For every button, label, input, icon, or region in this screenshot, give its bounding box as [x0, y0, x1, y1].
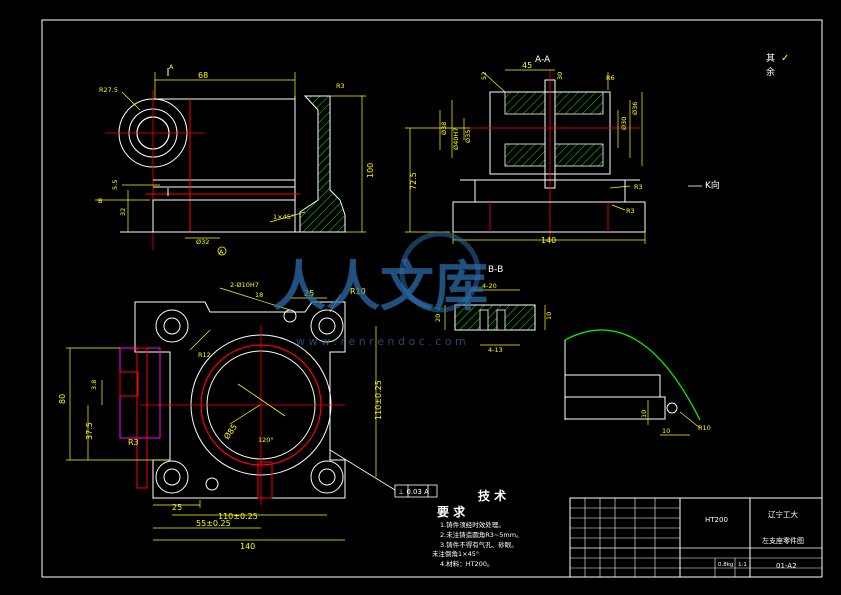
tb-number: 01-A2 [776, 562, 797, 570]
front-h1: 5.5 [111, 180, 119, 190]
front-chamfer: 1×45° [273, 213, 294, 221]
plan-h37: 37.5 [85, 422, 94, 440]
aa-d5: Ø40H7 [452, 128, 460, 150]
aa-r3a: R3 [634, 183, 643, 191]
aa-d4: Ø30 [620, 117, 628, 130]
aa-height: 72.5 [409, 172, 418, 190]
drawing-frame [41, 19, 823, 578]
plan-b110: 110±0.25 [218, 512, 258, 521]
tb-scale-label: 0.8kg [718, 562, 733, 568]
aa-top-width: 45 [522, 61, 532, 70]
surface-note-1: 其 [766, 53, 775, 64]
bb-left: 20 [434, 314, 442, 322]
aa-r1: R6 [606, 74, 615, 82]
marker-a1: A [169, 63, 174, 71]
tb-drawing-name: 左支座零件图 [762, 536, 804, 545]
aa-width: 140 [541, 236, 556, 245]
bb-top: 4-20 [482, 282, 497, 290]
plan-angle: 120° [258, 436, 274, 444]
view-k-label: K向 [705, 179, 720, 191]
front-r-right: R3 [336, 82, 345, 90]
front-height: 100 [366, 163, 375, 178]
aa-d3: Ø36 [631, 102, 639, 115]
aa-r3b: R3 [626, 207, 635, 215]
plan-r12: R12 [198, 351, 211, 359]
notes-title-2: 要 求 [437, 504, 466, 519]
surface-note-2: 余 [766, 66, 775, 78]
plan-r3: R3 [128, 438, 139, 447]
bb-bottom: 4-13 [488, 346, 503, 354]
aa-left-h: Ø38 [440, 122, 448, 135]
plan-b55: 55±0.25 [196, 519, 231, 528]
surface-symbol: ✓ [781, 53, 789, 64]
tb-school: 辽宁工大 [768, 509, 798, 519]
k-d10: 10 [640, 410, 648, 418]
plan-r10: R10 [350, 287, 366, 296]
aa-d1: 52 [480, 72, 488, 80]
watermark-url: w w w . r e n r e n d o c . c o m [296, 335, 466, 348]
note-4: 4.材料：HT200。 [440, 559, 493, 568]
note-3: 3.铸件不得有气孔、砂眼。 [440, 540, 518, 549]
tolerance-frame: ⊥ 0.03 A [398, 488, 429, 496]
section-aa [405, 69, 646, 244]
plan-h80: 80 [58, 394, 67, 404]
note-1: 1.铸件须经时效处理。 [440, 520, 505, 529]
plan-bore: Ø85 [221, 422, 239, 441]
front-h2: 32 [119, 208, 127, 216]
aa-l2: Ø35 [464, 130, 472, 143]
title-block [569, 497, 823, 578]
front-view [95, 68, 366, 256]
aa-d2: 30 [556, 72, 564, 80]
plan-b140: 140 [240, 542, 255, 551]
notes-title-1: 技 术 [478, 488, 506, 503]
k-r: R10 [698, 424, 711, 432]
front-width: 68 [198, 71, 208, 80]
plan-b25: 25 [172, 503, 182, 512]
watermark-chars: 人人文库 [272, 254, 488, 318]
k-view [564, 329, 701, 436]
marker-a2: A [219, 248, 224, 256]
tb-scale: 1:1 [738, 562, 747, 568]
section-bb [444, 289, 546, 346]
plan-h3: 3.8 [90, 380, 98, 390]
plan-d25: 25 [304, 289, 314, 298]
section-bb-title: B-B [488, 265, 503, 275]
section-aa-title: A-A [535, 55, 551, 65]
plan-hole-note: 2-Ø10H7 [230, 281, 259, 289]
note-unnamed: 未注倒角1×45° [432, 549, 479, 558]
plan-depth: 18 [255, 291, 263, 299]
marker-b: B [98, 197, 102, 205]
front-bottom: Ø32 [196, 238, 209, 246]
plan-view [66, 287, 438, 541]
watermark: 人人文库 w w w . r e n r e n d o c . c o m [272, 231, 488, 348]
tb-material: HT200 [705, 516, 728, 524]
plan-v110: 110±0.25 [374, 380, 383, 420]
k-d10b: 10 [662, 427, 670, 435]
front-r-left: R27.5 [99, 86, 118, 94]
bb-right: 10 [545, 312, 553, 320]
note-2: 2.未注铸造圆角R3~5mm。 [440, 530, 523, 539]
